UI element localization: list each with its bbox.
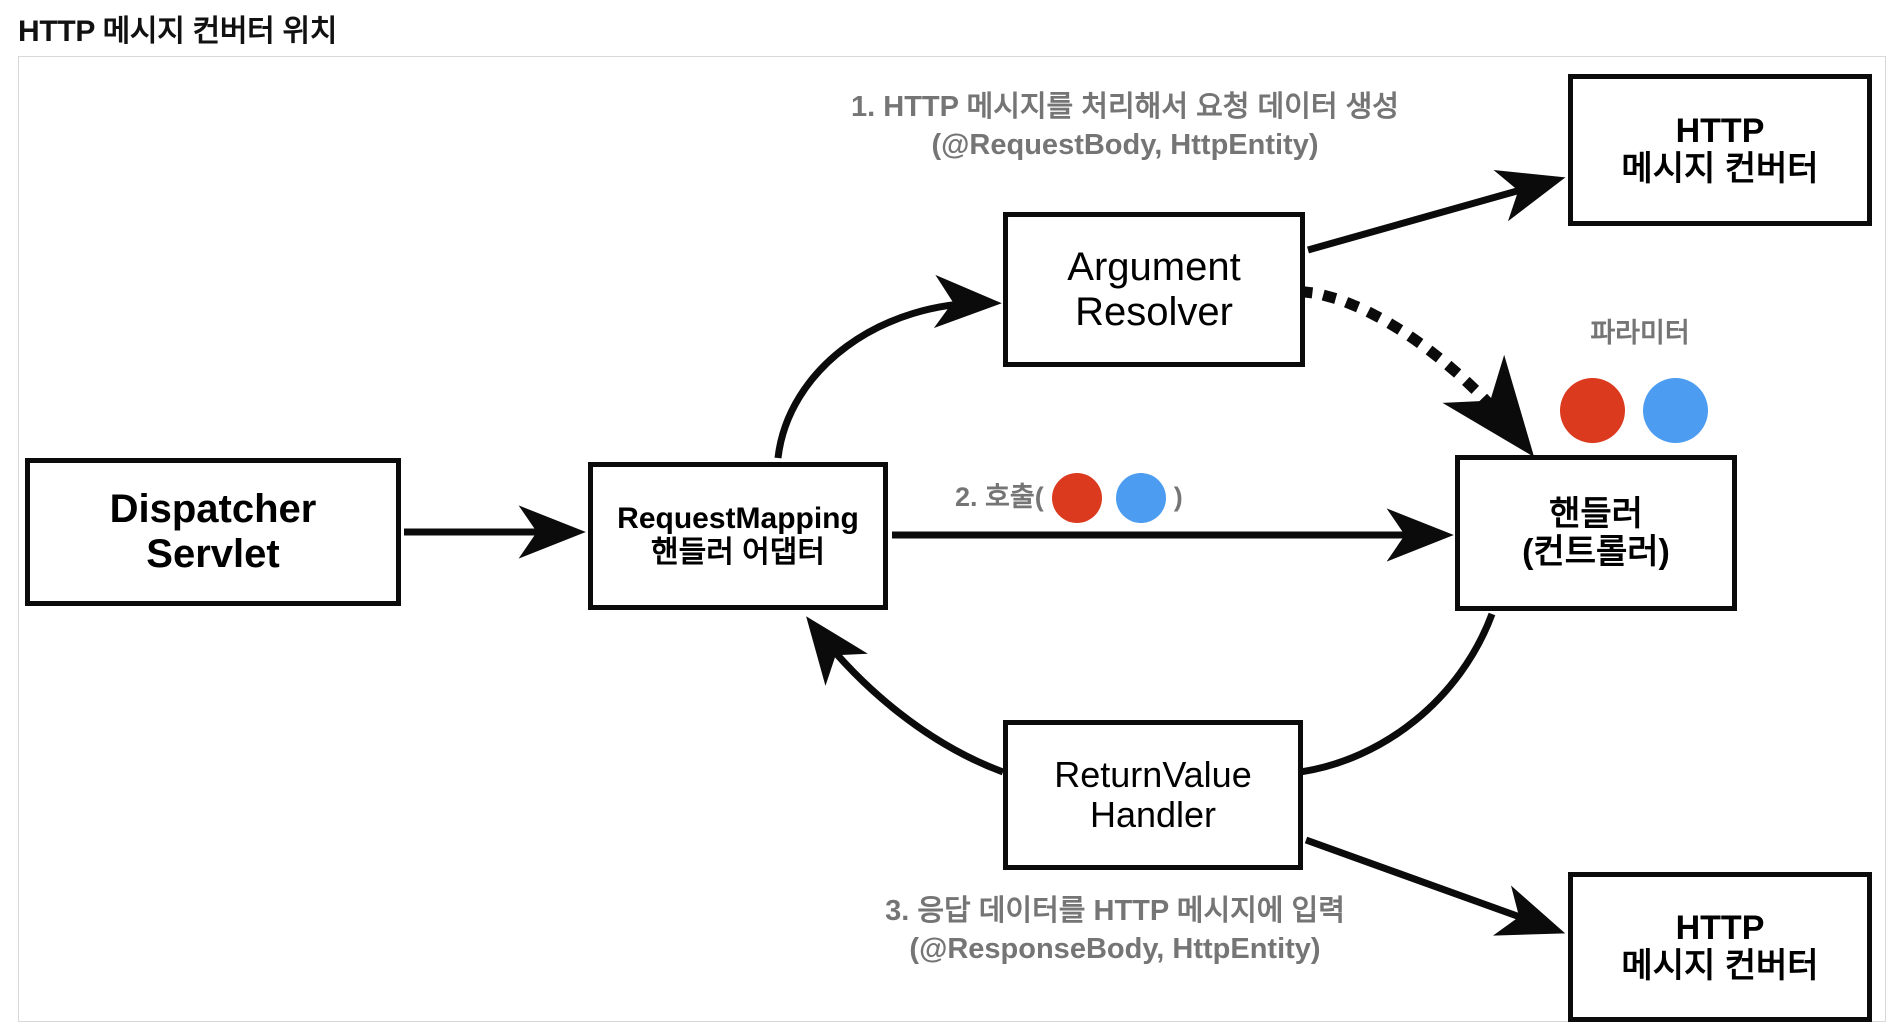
node-label-line2: (컨트롤러) <box>1522 533 1670 571</box>
node-label-line2: Servlet <box>146 532 280 576</box>
node-label-line1: RequestMapping <box>617 502 859 536</box>
annotation-step-1: 1. HTTP 메시지를 처리해서 요청 데이터 생성 (@RequestBod… <box>700 88 1550 165</box>
node-label-line2: Handler <box>1089 794 1217 835</box>
annotation-step-2-suffix: ) <box>1173 482 1183 513</box>
node-label-line2: 핸들러 어댑터 <box>651 536 825 569</box>
parameter-dots-group <box>1560 378 1708 443</box>
blue-circle-icon <box>1643 378 1708 443</box>
node-http-message-converter-top: HTTP 메시지 컨버터 <box>1568 74 1872 226</box>
node-label-line1: Argument <box>1067 244 1241 289</box>
node-handler-controller: 핸들러 (컨트롤러) <box>1455 455 1737 611</box>
node-label-line1: Dispatcher <box>109 487 317 532</box>
node-label-line1: ReturnValue <box>1054 753 1252 795</box>
node-http-message-converter-bottom: HTTP 메시지 컨버터 <box>1568 872 1872 1022</box>
node-label-line2: Resolver <box>1075 289 1233 334</box>
red-circle-icon <box>1051 473 1102 523</box>
annotation-step-1-line1: 1. HTTP 메시지를 처리해서 요청 데이터 생성 <box>851 91 1399 123</box>
node-label-line1: HTTP <box>1675 111 1765 150</box>
annotation-step-2: 2. 호출( ) <box>955 473 1295 523</box>
node-label-line2: 메시지 컨버터 <box>1621 947 1819 985</box>
node-label-line1: HTTP <box>1675 908 1765 947</box>
annotation-step-3-line1: 3. 응답 데이터를 HTTP 메시지에 입력 <box>885 895 1345 927</box>
annotation-parameter-label: 파라미터 <box>1590 318 1690 348</box>
node-requestmapping-handler-adapter: RequestMapping 핸들러 어댑터 <box>588 462 888 610</box>
node-argument-resolver: Argument Resolver <box>1003 212 1305 367</box>
red-circle-icon <box>1560 378 1625 443</box>
annotation-step-3-line2: (@ResponseBody, HttpEntity) <box>909 933 1321 966</box>
node-dispatcher-servlet: Dispatcher Servlet <box>25 458 401 606</box>
annotation-step-2-prefix: 2. 호출( <box>955 482 1044 513</box>
node-label-line1: 핸들러 <box>1549 494 1643 533</box>
annotation-step-1-line2: (@RequestBody, HttpEntity) <box>931 129 1319 162</box>
annotation-step-3: 3. 응답 데이터를 HTTP 메시지에 입력 (@ResponseBody, … <box>690 892 1540 969</box>
node-label-line2: 메시지 컨버터 <box>1621 150 1819 188</box>
page-title: HTTP 메시지 컨버터 위치 <box>18 15 338 48</box>
blue-circle-icon <box>1115 473 1166 523</box>
node-returnvalue-handler: ReturnValue Handler <box>1003 720 1303 870</box>
